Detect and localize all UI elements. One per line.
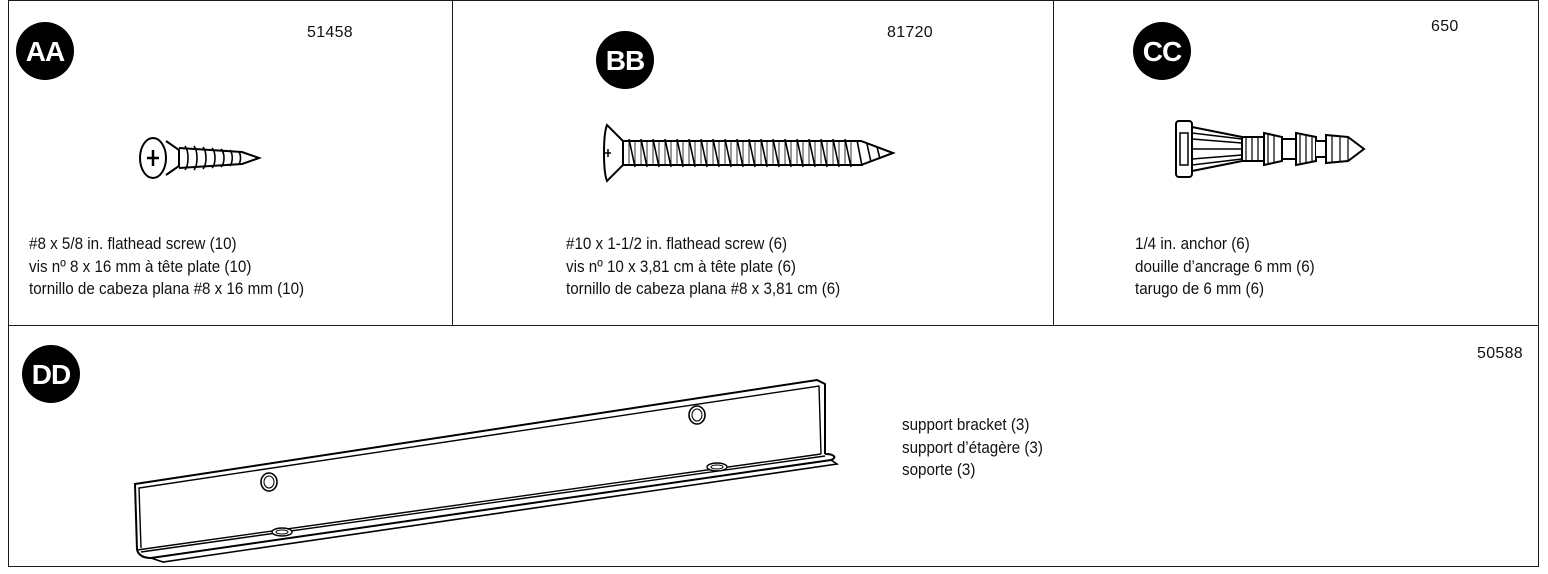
- flathead-screw-long-icon: [603, 123, 896, 183]
- description-line-es: tarugo de 6 mm (6): [1135, 280, 1265, 298]
- part-number: 50588: [1477, 345, 1523, 362]
- description-line-fr: support d’étagère (3): [902, 438, 1043, 457]
- part-number: 51458: [307, 24, 353, 41]
- part-cell-bb: BB 81720 #10 x 1-1/2 in. flathead screw …: [453, 1, 1053, 325]
- part-cell-dd: DD 50588 support bracket (3) support d’é…: [9, 326, 1540, 568]
- part-badge-bb: BB: [596, 31, 654, 89]
- part-badge-label: CC: [1143, 36, 1182, 67]
- description-line-es: tornillo de cabeza plana #8 x 16 mm (10): [29, 280, 305, 298]
- support-bracket-icon: [133, 378, 840, 563]
- part-description: #8 x 5/8 in. flathead screw (10) vis nº …: [29, 233, 304, 301]
- row-divider: [9, 325, 1538, 326]
- part-description: 1/4 in. anchor (6) douille d’ancrage 6 m…: [1135, 233, 1315, 301]
- part-badge-aa: AA: [16, 22, 74, 80]
- part-description: #10 x 1-1/2 in. flathead screw (6) vis n…: [566, 233, 840, 301]
- description-line-fr: vis nº 10 x 3,81 cm à tête plate (6): [566, 257, 796, 276]
- part-description: support bracket (3) support d’étagère (3…: [902, 414, 1043, 482]
- description-line-es: tornillo de cabeza plana #8 x 3,81 cm (6…: [566, 280, 841, 298]
- description-line-fr: vis nº 8 x 16 mm à tête plate (10): [29, 257, 252, 276]
- part-cell-cc: CC 650 1/4 in. anchor (6) douille d’ancr…: [1054, 1, 1540, 325]
- hardware-parts-sheet: AA 51458 #8 x 5/8 in. flathead screw (10…: [8, 0, 1539, 567]
- description-line-en: #10 x 1-1/2 in. flathead screw (6): [566, 235, 788, 253]
- description-line-fr: douille d’ancrage 6 mm (6): [1135, 257, 1315, 276]
- part-badge-cc: CC: [1133, 22, 1191, 80]
- part-badge-dd: DD: [22, 345, 80, 403]
- description-line-en: #8 x 5/8 in. flathead screw (10): [29, 235, 237, 253]
- cell-divider: [452, 1, 453, 325]
- description-line-en: support bracket (3): [902, 416, 1030, 434]
- part-badge-label: DD: [32, 359, 71, 390]
- description-line-es: soporte (3): [902, 461, 976, 479]
- part-badge-label: BB: [606, 45, 644, 76]
- description-line-en: 1/4 in. anchor (6): [1135, 235, 1250, 253]
- part-badge-label: AA: [26, 36, 65, 67]
- part-number: 81720: [887, 24, 933, 41]
- part-cell-aa: AA 51458 #8 x 5/8 in. flathead screw (10…: [9, 1, 452, 325]
- cell-divider: [1053, 1, 1054, 325]
- flathead-screw-short-icon: [139, 137, 263, 179]
- part-number: 650: [1431, 18, 1459, 35]
- wall-anchor-icon: [1175, 120, 1366, 178]
